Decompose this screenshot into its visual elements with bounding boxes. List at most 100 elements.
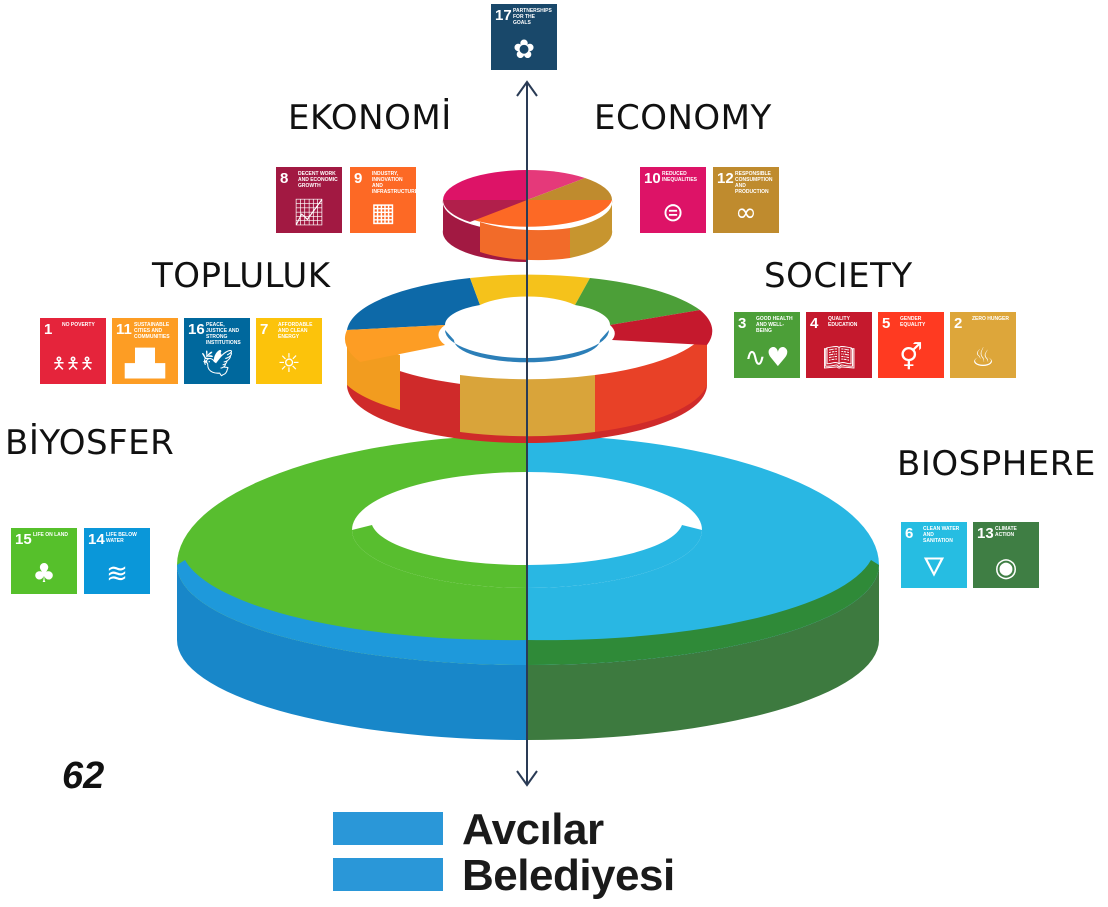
sdg-number: 8 [280, 170, 289, 187]
sdg-14-tile: 14 Life below water ≋ [84, 528, 150, 594]
book-icon: 📖︎ [822, 343, 856, 373]
society-side-red2 [595, 330, 707, 432]
sdg-number: 10 [644, 170, 661, 187]
sdg-title: No poverty [62, 322, 95, 328]
vertical-axis-arrow [516, 80, 538, 787]
sdg-number: 14 [88, 531, 105, 548]
family-icon: 🯅🯅🯅 [51, 354, 95, 373]
infinity-icon: ∞ [735, 198, 757, 228]
biosphere-side-left [177, 565, 527, 740]
sdg-10-tile: 10 Reduced inequalities ⊜ [640, 167, 706, 233]
label-topluluk: TOPLULUK [152, 256, 331, 296]
sdg-12-tile: 12 Responsible consumption and productio… [713, 167, 779, 233]
sdg-number: 9 [354, 170, 363, 187]
gender-icon: ⚥ [899, 343, 923, 373]
economy-side-right [570, 200, 613, 258]
sdg-16-tile: 16 Peace, justice and strong institution… [184, 318, 250, 384]
biosphere-hole-inner-left [352, 525, 527, 588]
logo-bar-top [333, 812, 443, 845]
sdg-title: Sustainable cities and communities [134, 322, 170, 340]
biosphere-hole-inner-right [527, 525, 702, 588]
sdg-13-tile: 13 Climate action ◉ [973, 522, 1039, 588]
economy-top-crimson [442, 200, 527, 222]
sdg-number: 6 [905, 525, 914, 542]
society-top-blue [347, 278, 480, 330]
sdg-number: 3 [738, 315, 747, 332]
economy-top-magenta [443, 170, 527, 200]
biosphere-front-band-right [527, 560, 879, 665]
economy-layer [442, 169, 613, 262]
sdg-title: Decent work and economic growth [298, 171, 338, 189]
sdg-number: 15 [15, 531, 32, 548]
bowl-icon: ♨ [971, 343, 995, 373]
sdg-1-tile: 1 No poverty 🯅🯅🯅 [40, 318, 106, 384]
society-top-red [610, 310, 713, 345]
society-layer [344, 274, 713, 443]
society-top-green [575, 278, 700, 325]
sdg-title: Industry, innovation and infrastructure [372, 171, 416, 195]
label-society: SOCIETY [764, 256, 913, 296]
dove-icon: 🕊︎ [200, 349, 234, 379]
sdg-title: Life below water [106, 532, 137, 544]
fish-icon: ≋ [106, 559, 128, 589]
logo-bar-bottom [333, 858, 443, 891]
sdg-title: Life on land [33, 532, 68, 538]
sdg-title: Quality education [828, 316, 858, 328]
society-top-orange [344, 325, 445, 362]
sdg-title: Responsible consumption and production [735, 171, 773, 195]
sdg-17-tile: 17 Partnerships for the goals ✿ [491, 4, 557, 70]
sdg-title: Climate action [995, 526, 1017, 538]
sdg-3-tile: 3 Good health and well-being ∿♥ [734, 312, 800, 378]
sdg-2-tile: 2 Zero hunger ♨ [950, 312, 1016, 378]
biosphere-front-band-left [177, 560, 527, 665]
sdg-number: 2 [954, 315, 963, 332]
sdg-number: 4 [810, 315, 819, 332]
sdg-6-tile: 6 Clean water and sanitation 🜄 [901, 522, 967, 588]
sun-icon: ☼ [277, 349, 301, 379]
sdg-number: 13 [977, 525, 994, 542]
sdg-title: Partnerships for the goals [513, 8, 552, 26]
logo-line1: Avcılar [462, 805, 604, 854]
sdg-number: 7 [260, 321, 269, 338]
sdg-title: Gender equality [900, 316, 926, 328]
water-drop-icon: 🜄 [922, 553, 946, 583]
sdg-9-tile: 9 Industry, innovation and infrastructur… [350, 167, 416, 233]
eye-globe-icon: ◉ [994, 553, 1018, 583]
sdg-number: 5 [882, 315, 891, 332]
label-ekonomi: EKONOMİ [288, 98, 452, 138]
sdg-title: Clean water and sanitation [923, 526, 960, 544]
economy-top-gold [527, 178, 613, 200]
heartbeat-icon: ∿♥ [744, 343, 790, 373]
biosphere-side-right [527, 565, 879, 740]
economy-top-pink [527, 169, 585, 200]
sdg-4-tile: 4 Quality education 📖︎ [806, 312, 872, 378]
sdg-number: 1 [44, 321, 53, 338]
growth-chart-icon: 📈︎ [292, 198, 326, 228]
sdg-number: 12 [717, 170, 734, 187]
tree-icon: ♣ [32, 559, 56, 589]
economy-side-mid [480, 222, 570, 261]
sdg-title: Peace, justice and strong institutions [206, 322, 241, 346]
logo-line2: Belediyesi [462, 851, 675, 900]
sdg-8-tile: 8 Decent work and economic growth 📈︎ [276, 167, 342, 233]
society-top-yellow [470, 274, 590, 305]
cubes-icon: ▦ [370, 198, 396, 228]
label-biyosfer: BİYOSFER [5, 423, 175, 463]
sdg-title: Zero hunger [972, 316, 1009, 322]
sdg-number: 11 [116, 321, 132, 338]
page-number: 62 [62, 755, 105, 797]
equal-circle-icon: ⊜ [662, 198, 684, 228]
sdg-title: Affordable and clean energy [278, 322, 313, 340]
sdg-number: 16 [188, 321, 205, 338]
sdg-15-tile: 15 Life on land ♣ [11, 528, 77, 594]
label-economy: ECONOMY [594, 98, 772, 138]
sdg-11-tile: 11 Sustainable cities and communities ▟▙ [112, 318, 178, 384]
sdg-7-tile: 7 Affordable and clean energy ☼ [256, 318, 322, 384]
flower-rings-icon: ✿ [513, 35, 535, 65]
sdg-title: Reduced inequalities [662, 171, 698, 183]
label-biosphere: BIOSPHERE [897, 444, 1096, 484]
sdg-number: 17 [495, 7, 512, 24]
sdg-5-tile: 5 Gender equality ⚥ [878, 312, 944, 378]
city-icon: ▟▙ [125, 349, 165, 379]
